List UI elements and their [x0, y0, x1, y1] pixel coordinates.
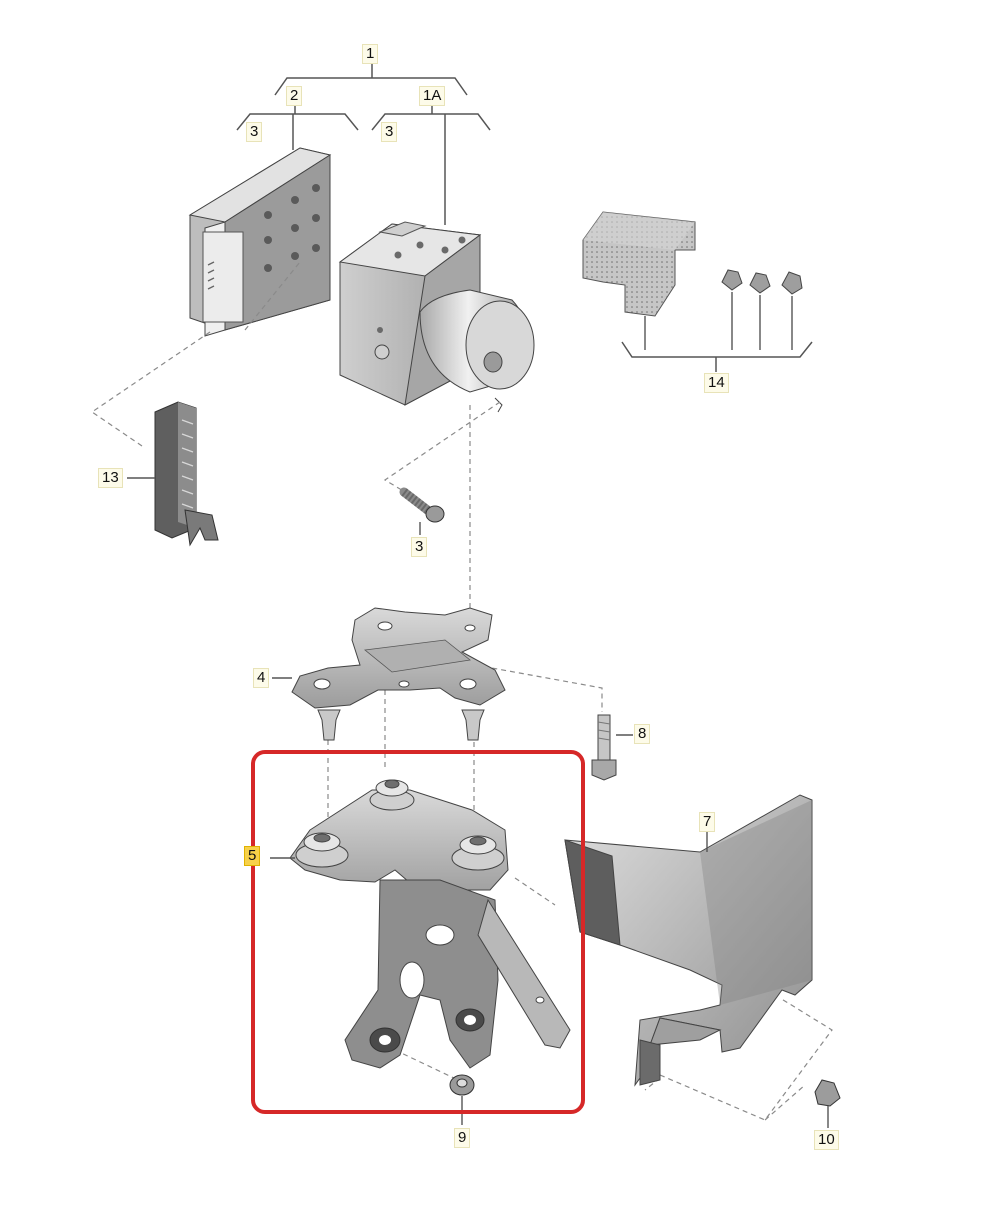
- callout-7[interactable]: 7: [699, 812, 716, 832]
- nut-part-9: [449, 1074, 475, 1125]
- callout-1A[interactable]: 1A: [419, 86, 446, 106]
- nut-part-10: [814, 1079, 841, 1128]
- callout-3-top-left[interactable]: 3: [246, 122, 263, 142]
- callout-8[interactable]: 8: [634, 724, 651, 744]
- callout-13[interactable]: 13: [98, 468, 123, 488]
- callout-14[interactable]: 14: [704, 373, 729, 393]
- control-unit-part-2: [188, 147, 332, 337]
- callout-4[interactable]: 4: [253, 668, 270, 688]
- hydraulic-unit-part-1A: [338, 221, 535, 413]
- highlight-frame: [251, 750, 585, 1114]
- callout-2[interactable]: 2: [286, 86, 303, 106]
- mounting-plate-part-4: [272, 607, 506, 741]
- callout-10[interactable]: 10: [814, 1130, 839, 1150]
- bolt-part-8: [591, 714, 633, 781]
- callout-3-bolt[interactable]: 3: [411, 537, 428, 557]
- bolt-part-3: [399, 487, 445, 535]
- connector-part-13: [127, 401, 219, 547]
- callout-5-highlighted[interactable]: 5: [244, 846, 261, 866]
- callout-1[interactable]: 1: [362, 44, 379, 64]
- bracket-leaders-top: [236, 62, 491, 225]
- assembly-dash-lines: [90, 261, 833, 1121]
- callout-9[interactable]: 9: [454, 1128, 471, 1148]
- foam-pad-kit-part-14: [582, 211, 813, 372]
- callout-3-top-right[interactable]: 3: [381, 122, 398, 142]
- heat-shield-part-7: [564, 794, 813, 1087]
- bracket-part-5: [270, 779, 571, 1069]
